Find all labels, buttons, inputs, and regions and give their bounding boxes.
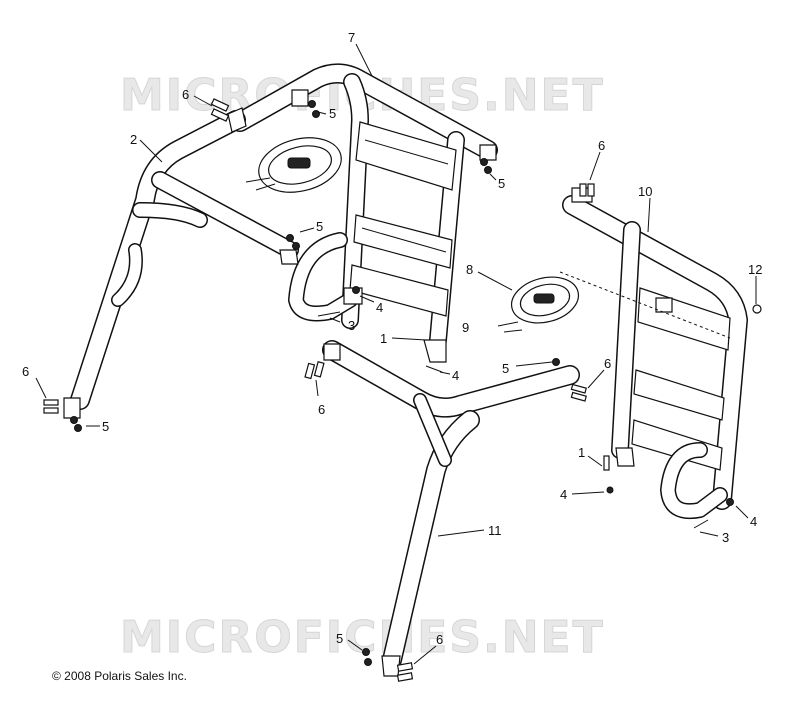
foot-bracket-1b <box>615 447 635 467</box>
callout-1a: 1 <box>380 331 387 346</box>
callout-4b: 4 <box>452 368 459 383</box>
callout-6d: 6 <box>22 364 29 379</box>
callout-6f: 6 <box>436 632 443 647</box>
callout-10: 10 <box>638 184 652 199</box>
tube-part-10 <box>562 187 748 519</box>
callout-5e: 5 <box>102 419 109 434</box>
clamp-front-top <box>227 107 247 133</box>
tube-part-11 <box>322 340 580 677</box>
callout-7: 7 <box>348 30 355 45</box>
callout-3b: 3 <box>722 530 729 545</box>
callout-4c: 4 <box>560 487 567 502</box>
front-cage-assembly <box>63 63 498 419</box>
clamp-top-7 <box>291 89 309 107</box>
callout-6a: 6 <box>182 87 189 102</box>
callout-12: 12 <box>748 262 762 277</box>
callout-4d: 4 <box>750 514 757 529</box>
callout-5f: 5 <box>336 631 343 646</box>
clamp-rear-side <box>655 297 673 313</box>
callout-5d: 5 <box>502 361 509 376</box>
callouts: 7 6 5 2 6 5 10 5 12 8 4 3 9 1 5 6 4 <box>22 30 762 665</box>
dome-light-right <box>510 276 580 324</box>
callout-5b: 5 <box>498 176 505 191</box>
callout-4a: 4 <box>376 300 383 315</box>
callout-5c: 5 <box>316 219 323 234</box>
callout-2: 2 <box>130 132 137 147</box>
callout-9: 9 <box>462 320 469 335</box>
callout-6e: 6 <box>318 402 325 417</box>
clamp-front-side <box>279 249 299 265</box>
watermark-bottom: MICROFICHES.NET <box>120 612 605 663</box>
callout-5a: 5 <box>329 106 336 121</box>
callout-1b: 1 <box>578 445 585 460</box>
callout-11: 11 <box>488 523 502 538</box>
callout-8: 8 <box>466 262 473 277</box>
dome-light-left <box>245 137 342 193</box>
tube-part-2 <box>70 110 299 410</box>
foot-bracket-1 <box>423 339 447 363</box>
callout-6b: 6 <box>598 138 605 153</box>
callout-6c: 6 <box>604 356 611 371</box>
clamp-top-7b <box>479 144 497 161</box>
hardware <box>43 98 762 682</box>
callout-3a: 3 <box>348 318 355 333</box>
rear-panel-left <box>349 121 457 317</box>
copyright-notice: © 2008 Polaris Sales Inc. <box>52 669 187 683</box>
